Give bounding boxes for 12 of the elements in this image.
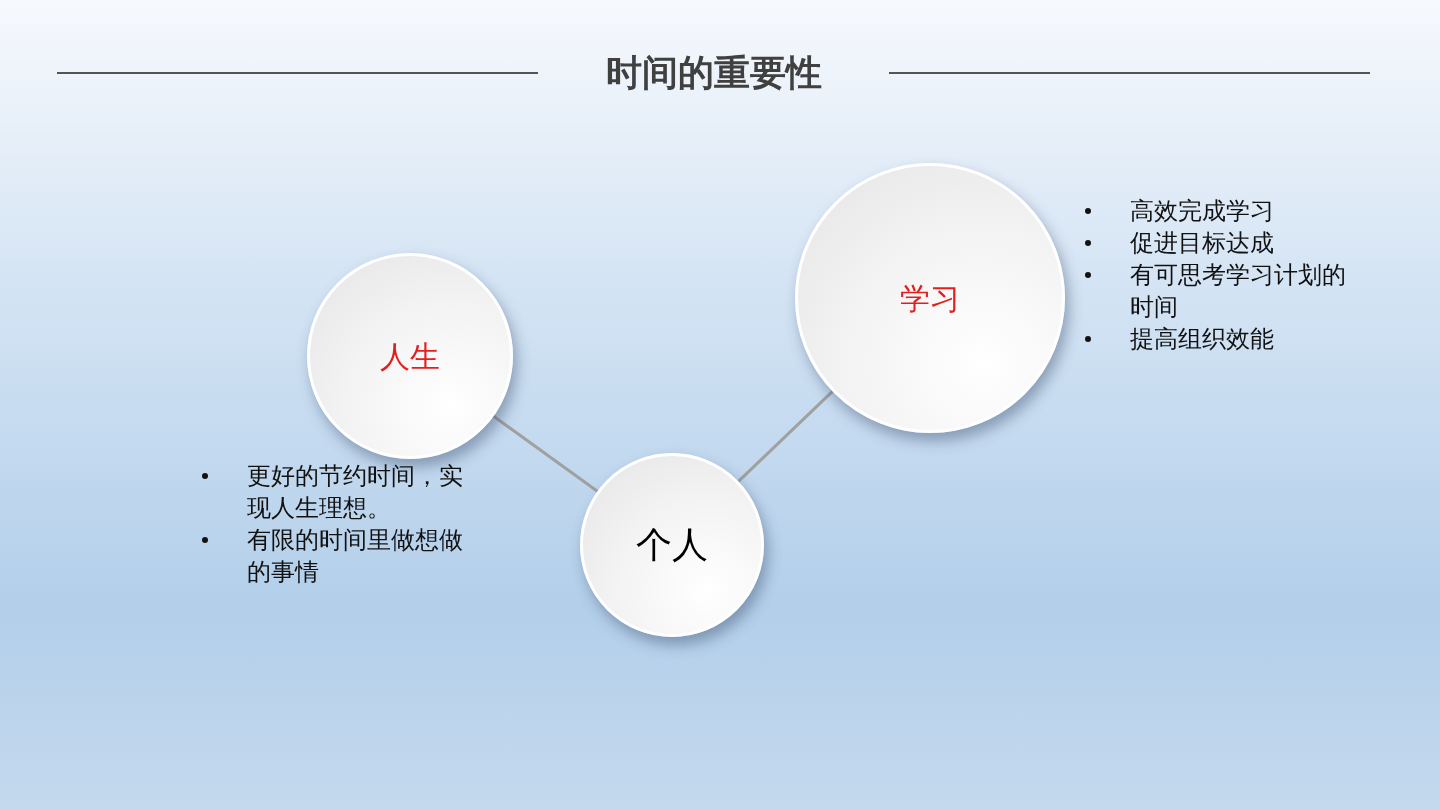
bullet-text: 有限的时间里做想做的事情 <box>247 526 464 587</box>
node-label: 个人 <box>636 524 708 567</box>
connector-line <box>737 390 834 483</box>
bullet-text: 促进目标达成 <box>1130 229 1275 258</box>
title: 时间的重要性 <box>605 52 823 95</box>
node-label: 人生 <box>380 338 440 375</box>
bullet-text: 高效完成学习 <box>1130 197 1275 226</box>
bullet-text: 更好的节约时间，实现人生理想。 <box>247 462 464 523</box>
bullet-text: 有可思考学习计划的时间 <box>1130 261 1347 322</box>
connector-line <box>492 415 599 493</box>
node-label: 学习 <box>900 280 960 317</box>
bullet-text: 提高组织效能 <box>1130 325 1275 354</box>
